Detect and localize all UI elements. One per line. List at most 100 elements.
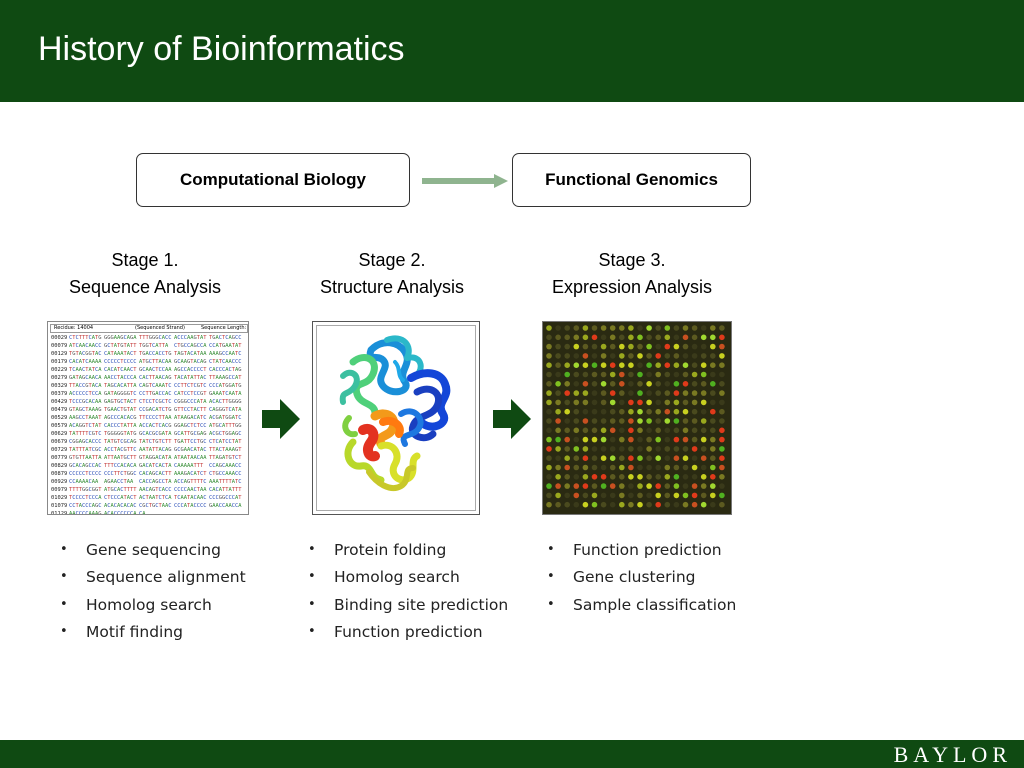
microarray-spot <box>564 353 570 359</box>
microarray-spot <box>691 362 698 368</box>
microarray-spot <box>664 436 671 443</box>
microarray-spot <box>573 325 580 331</box>
sequence-block: TCAACTATCA <box>69 367 102 373</box>
microarray-spot <box>619 399 625 406</box>
microarray-spot <box>673 334 680 341</box>
microarray-spot <box>600 427 607 434</box>
microarray-spot <box>700 390 707 396</box>
sequence-block: CTCTTTCATG <box>69 335 102 341</box>
microarray-spot <box>664 390 671 396</box>
microarray-spot <box>591 427 598 434</box>
microarray-spot <box>619 381 625 387</box>
microarray-spot <box>619 427 625 434</box>
microarray-spot <box>600 371 607 378</box>
microarray-spot <box>655 455 661 461</box>
microarray-spot <box>719 483 725 489</box>
microarray-spot <box>564 343 570 350</box>
list-item: Gene clustering <box>545 565 736 592</box>
microarray-spot <box>673 446 680 452</box>
microarray-spot <box>582 446 589 452</box>
microarray-spot <box>700 325 707 331</box>
microarray-spot <box>564 381 570 387</box>
microarray-spot <box>664 334 671 341</box>
sequence-block: CCTACCCAGC <box>69 503 102 509</box>
sequence-block: TTTTGGCGGT <box>69 487 102 493</box>
microarray-spot <box>546 353 552 359</box>
microarray-spot <box>628 390 634 396</box>
microarray-spot <box>673 381 680 387</box>
step-arrow-icon <box>262 399 300 439</box>
microarray-spot <box>582 381 589 387</box>
microarray-spot <box>600 446 607 452</box>
microarray-spot <box>555 418 561 424</box>
microarray-spot <box>691 446 698 452</box>
microarray-spot <box>664 483 671 489</box>
microarray-spot <box>700 464 707 471</box>
microarray-spot <box>673 483 680 489</box>
sequence-row-number: 00529 <box>51 415 68 421</box>
list-item: Protein folding <box>306 538 508 565</box>
stage-name: Expression Analysis <box>551 277 713 297</box>
residue-label: Recidue: 14004 <box>54 325 94 331</box>
microarray-spot <box>691 343 698 350</box>
microarray-spot <box>546 325 552 331</box>
microarray-spot <box>609 464 616 471</box>
microarray-spot <box>564 483 570 489</box>
microarray-spot <box>582 474 589 480</box>
microarray-spot <box>619 501 625 508</box>
microarray-spot <box>600 325 607 331</box>
sequence-row-number: 01079 <box>51 503 68 509</box>
microarray-spot <box>719 362 725 368</box>
microarray-spot <box>700 446 707 452</box>
microarray-spot <box>691 418 698 424</box>
microarray-spot <box>546 455 552 461</box>
microarray-spot <box>555 408 561 415</box>
sequence-block: CCCCAACTAA <box>174 487 207 493</box>
microarray-spot <box>682 325 689 331</box>
microarray-spot <box>682 408 689 415</box>
microarray-spot <box>600 483 607 489</box>
microarray-spot <box>619 343 625 350</box>
sequence-block: ATTAATGCTT <box>104 455 137 461</box>
microarray-spot <box>719 371 725 378</box>
microarray-spot <box>691 483 698 489</box>
sequence-block: TGACCACCTG <box>139 351 172 357</box>
microarray-spot <box>655 436 661 443</box>
functional-genomics-box: Functional Genomics <box>512 153 751 207</box>
microarray-spots-graphic <box>546 325 725 508</box>
sequence-block: CAGGGTCATA <box>209 407 242 413</box>
sequence-block: GATAGGGGTC <box>104 391 137 397</box>
microarray-spot <box>682 474 689 480</box>
sequence-viewer-image: Recidue: 14004 (Sequenced Strand) Sequen… <box>47 321 249 515</box>
microarray-spot <box>573 353 580 359</box>
sequence-block: TCAATACAAC <box>174 495 207 501</box>
microarray-spot <box>710 325 716 331</box>
microarray-spot <box>591 446 598 452</box>
sequence-block: GGGAAGCAGA <box>104 335 137 341</box>
length-label: Sequence Length: 1132 <box>201 325 247 331</box>
sequence-row-number: 00079 <box>51 343 68 349</box>
stage-1-heading: Stage 1. Sequence Analysis <box>30 247 260 301</box>
microarray-spot <box>655 446 661 452</box>
sequence-block: GAAATCAATA <box>209 391 242 397</box>
microarray-spot <box>682 371 689 378</box>
microarray-spot <box>591 436 598 443</box>
microarray-spot <box>637 371 643 378</box>
microarray-spot <box>619 325 625 331</box>
list-item: Homolog search <box>306 565 508 592</box>
microarray-spot <box>710 492 716 499</box>
sequence-block: CCCCCTCCCC <box>69 471 102 477</box>
microarray-spot <box>628 371 634 378</box>
microarray-image <box>542 321 732 515</box>
microarray-spot <box>710 334 716 341</box>
microarray-spot <box>646 390 652 396</box>
sequence-block: AGAACCTAA <box>104 478 138 486</box>
microarray-spot <box>673 399 680 406</box>
microarray-spot <box>628 334 634 341</box>
sequence-block: TATTTATCGC <box>69 447 102 453</box>
microarray-spot <box>582 436 589 443</box>
